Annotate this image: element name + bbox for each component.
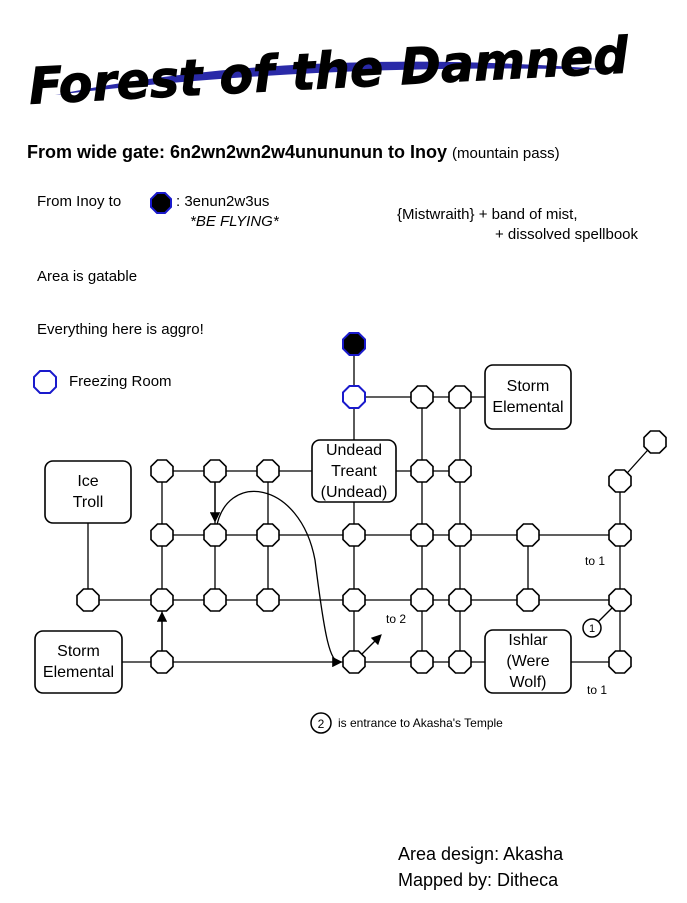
target-room-legend-icon bbox=[150, 192, 172, 214]
map-room bbox=[342, 523, 366, 547]
ishlar-box bbox=[484, 629, 572, 694]
map-room bbox=[342, 650, 366, 674]
map-room bbox=[76, 588, 100, 612]
route-line: From wide gate: 6n2wn2wn2w4unununun to I… bbox=[27, 142, 560, 163]
map-room bbox=[150, 588, 174, 612]
map-room bbox=[410, 385, 434, 409]
map-room bbox=[410, 459, 434, 483]
map-room bbox=[448, 459, 472, 483]
map-room bbox=[203, 523, 227, 547]
map-room bbox=[203, 588, 227, 612]
map-room bbox=[516, 523, 540, 547]
to-1-lower-label: to 1 bbox=[587, 683, 607, 697]
map-room bbox=[150, 459, 174, 483]
map-room bbox=[643, 430, 667, 454]
gatable-note: Area is gatable bbox=[37, 268, 138, 285]
undead-treant-box bbox=[311, 439, 397, 503]
map-room bbox=[608, 523, 632, 547]
marker-two-circle bbox=[310, 712, 332, 734]
to-2-label: to 2 bbox=[386, 612, 406, 626]
map-room bbox=[203, 459, 227, 483]
map-rooms bbox=[76, 332, 667, 674]
to-1-upper-label: to 1 bbox=[585, 554, 605, 568]
title-swoosh bbox=[55, 61, 615, 95]
map-room bbox=[448, 523, 472, 547]
map-room bbox=[410, 650, 434, 674]
map-room bbox=[410, 523, 434, 547]
mistwraith-line2: + dissolved spellbook bbox=[495, 226, 639, 243]
be-flying-note: *BE FLYING* bbox=[190, 213, 279, 230]
from-inoy-prefix: From Inoy to bbox=[37, 193, 122, 210]
aggro-note: Everything here is aggro! bbox=[37, 321, 204, 338]
marker-two: 2 bbox=[318, 717, 325, 731]
map-room bbox=[256, 588, 280, 612]
map-room bbox=[150, 650, 174, 674]
storm-elemental-bottom-box bbox=[34, 630, 123, 694]
map-room bbox=[448, 385, 472, 409]
map-room bbox=[256, 523, 280, 547]
map-room bbox=[608, 469, 632, 493]
map-room bbox=[608, 650, 632, 674]
akasha-temple-legend: is entrance to Akasha's Temple bbox=[338, 716, 503, 730]
map-room bbox=[410, 588, 434, 612]
route-note: (mountain pass) bbox=[452, 145, 560, 162]
marker-one-circle bbox=[582, 618, 602, 638]
map-connections bbox=[87, 344, 656, 663]
map-room bbox=[516, 588, 540, 612]
ice-troll-box bbox=[44, 460, 132, 524]
freezing-room bbox=[342, 385, 366, 409]
map-room bbox=[150, 523, 174, 547]
freezing-room-label: Freezing Room bbox=[69, 373, 172, 390]
map-room bbox=[448, 650, 472, 674]
map-room bbox=[448, 588, 472, 612]
marker-one: 1 bbox=[589, 623, 595, 635]
credit-design: Area design: Akasha bbox=[398, 844, 564, 864]
mistwraith-line1: {Mistwraith} + band of mist, bbox=[397, 206, 578, 223]
map-room bbox=[256, 459, 280, 483]
credit-mapped: Mapped by: Ditheca bbox=[398, 870, 559, 890]
map-room bbox=[608, 588, 632, 612]
route-main: From wide gate: 6n2wn2wn2w4unununun to I… bbox=[27, 142, 448, 162]
freezing-room-legend-icon bbox=[33, 370, 57, 394]
title-graphic: Forest of the Damned bbox=[27, 26, 631, 116]
map-room bbox=[342, 588, 366, 612]
mob-boxes bbox=[34, 364, 572, 694]
target-room bbox=[342, 332, 366, 356]
storm-elemental-top-box bbox=[484, 364, 572, 430]
from-inoy-path: : 3enun2w3us bbox=[176, 193, 270, 210]
